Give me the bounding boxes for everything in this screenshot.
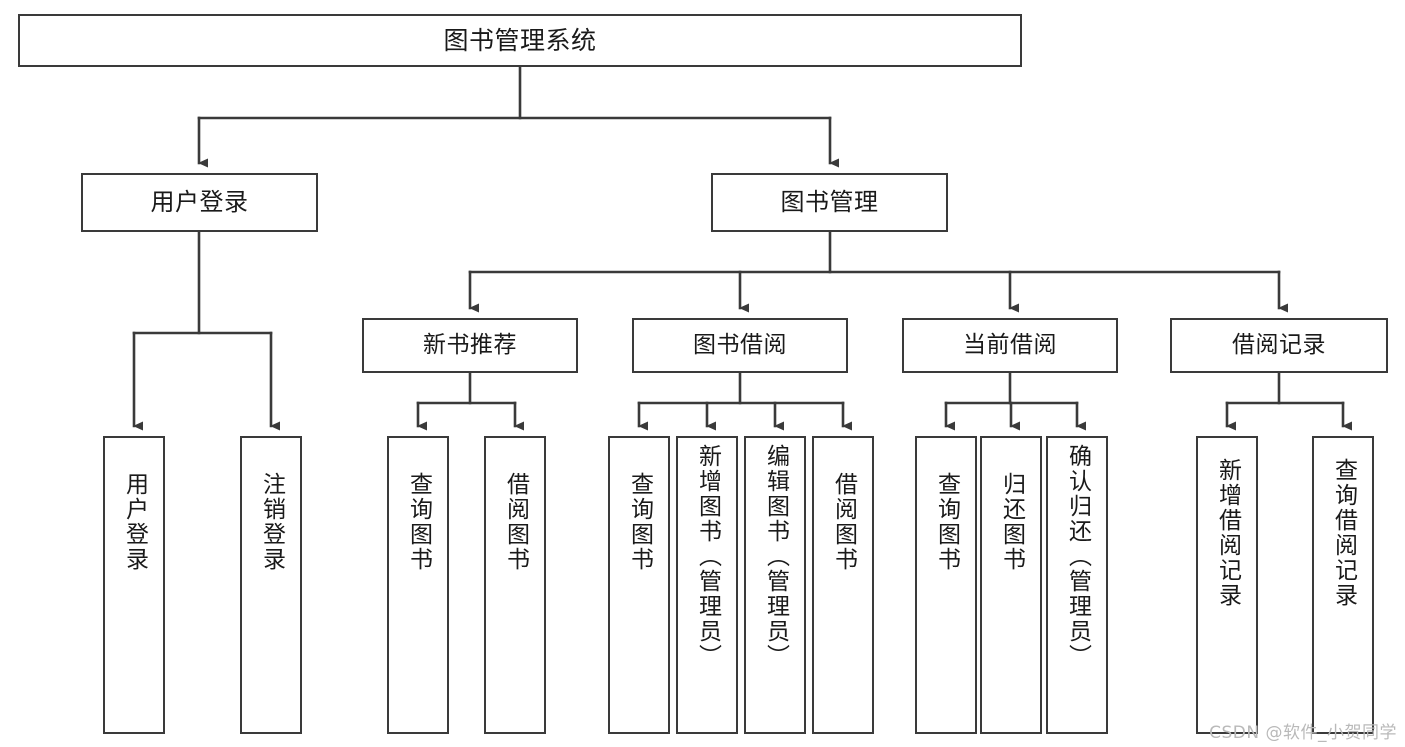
node-leaf-cur-confirm[interactable]: 确认归还（管理员） (1046, 436, 1108, 734)
node-leaf-borrow-add-label: 新增图书（管理员） (694, 444, 721, 669)
node-book-borrow[interactable]: 图书借阅 (632, 318, 848, 373)
node-leaf-rec-add[interactable]: 新增借阅记录 (1196, 436, 1258, 734)
node-borrow-record[interactable]: 借阅记录 (1170, 318, 1388, 373)
node-new-book-rec-label: 新书推荐 (423, 331, 517, 358)
node-new-book-rec[interactable]: 新书推荐 (362, 318, 578, 373)
node-leaf-user-logout-label: 注销登录 (258, 472, 285, 572)
node-leaf-cur-confirm-label: 确认归还（管理员） (1064, 444, 1091, 669)
node-leaf-rec-borrow[interactable]: 借阅图书 (484, 436, 546, 734)
node-leaf-user-login-label: 用户登录 (121, 472, 148, 572)
node-leaf-borrow-add[interactable]: 新增图书（管理员） (676, 436, 738, 734)
node-leaf-rec-borrow-label: 借阅图书 (502, 472, 529, 572)
node-book-manage[interactable]: 图书管理 (711, 173, 948, 232)
node-leaf-user-logout[interactable]: 注销登录 (240, 436, 302, 734)
node-leaf-borrow-lend[interactable]: 借阅图书 (812, 436, 874, 734)
node-leaf-borrow-lend-label: 借阅图书 (830, 472, 857, 572)
node-leaf-rec-query[interactable]: 查询图书 (387, 436, 449, 734)
node-leaf-cur-query-label: 查询图书 (933, 472, 960, 572)
node-root[interactable]: 图书管理系统 (18, 14, 1022, 67)
node-current-borrow-label: 当前借阅 (963, 331, 1057, 358)
node-leaf-borrow-edit-label: 编辑图书（管理员） (762, 444, 789, 669)
node-book-manage-label: 图书管理 (780, 188, 879, 217)
node-leaf-user-login[interactable]: 用户登录 (103, 436, 165, 734)
node-leaf-borrow-query[interactable]: 查询图书 (608, 436, 670, 734)
node-book-borrow-label: 图书借阅 (693, 331, 787, 358)
node-leaf-borrow-edit[interactable]: 编辑图书（管理员） (744, 436, 806, 734)
node-borrow-record-label: 借阅记录 (1232, 331, 1326, 358)
node-leaf-rec-query-label: 查询图书 (405, 472, 432, 572)
node-user-login-label: 用户登录 (150, 188, 249, 217)
node-leaf-cur-return[interactable]: 归还图书 (980, 436, 1042, 734)
node-leaf-cur-query[interactable]: 查询图书 (915, 436, 977, 734)
node-root-label: 图书管理系统 (443, 25, 597, 55)
node-leaf-rec-add-label: 新增借阅记录 (1214, 458, 1241, 608)
node-leaf-borrow-query-label: 查询图书 (626, 472, 653, 572)
node-leaf-rec-query2-label: 查询借阅记录 (1330, 458, 1357, 608)
node-user-login[interactable]: 用户登录 (81, 173, 318, 232)
node-leaf-cur-return-label: 归还图书 (998, 472, 1025, 572)
node-leaf-rec-query2[interactable]: 查询借阅记录 (1312, 436, 1374, 734)
node-current-borrow[interactable]: 当前借阅 (902, 318, 1118, 373)
